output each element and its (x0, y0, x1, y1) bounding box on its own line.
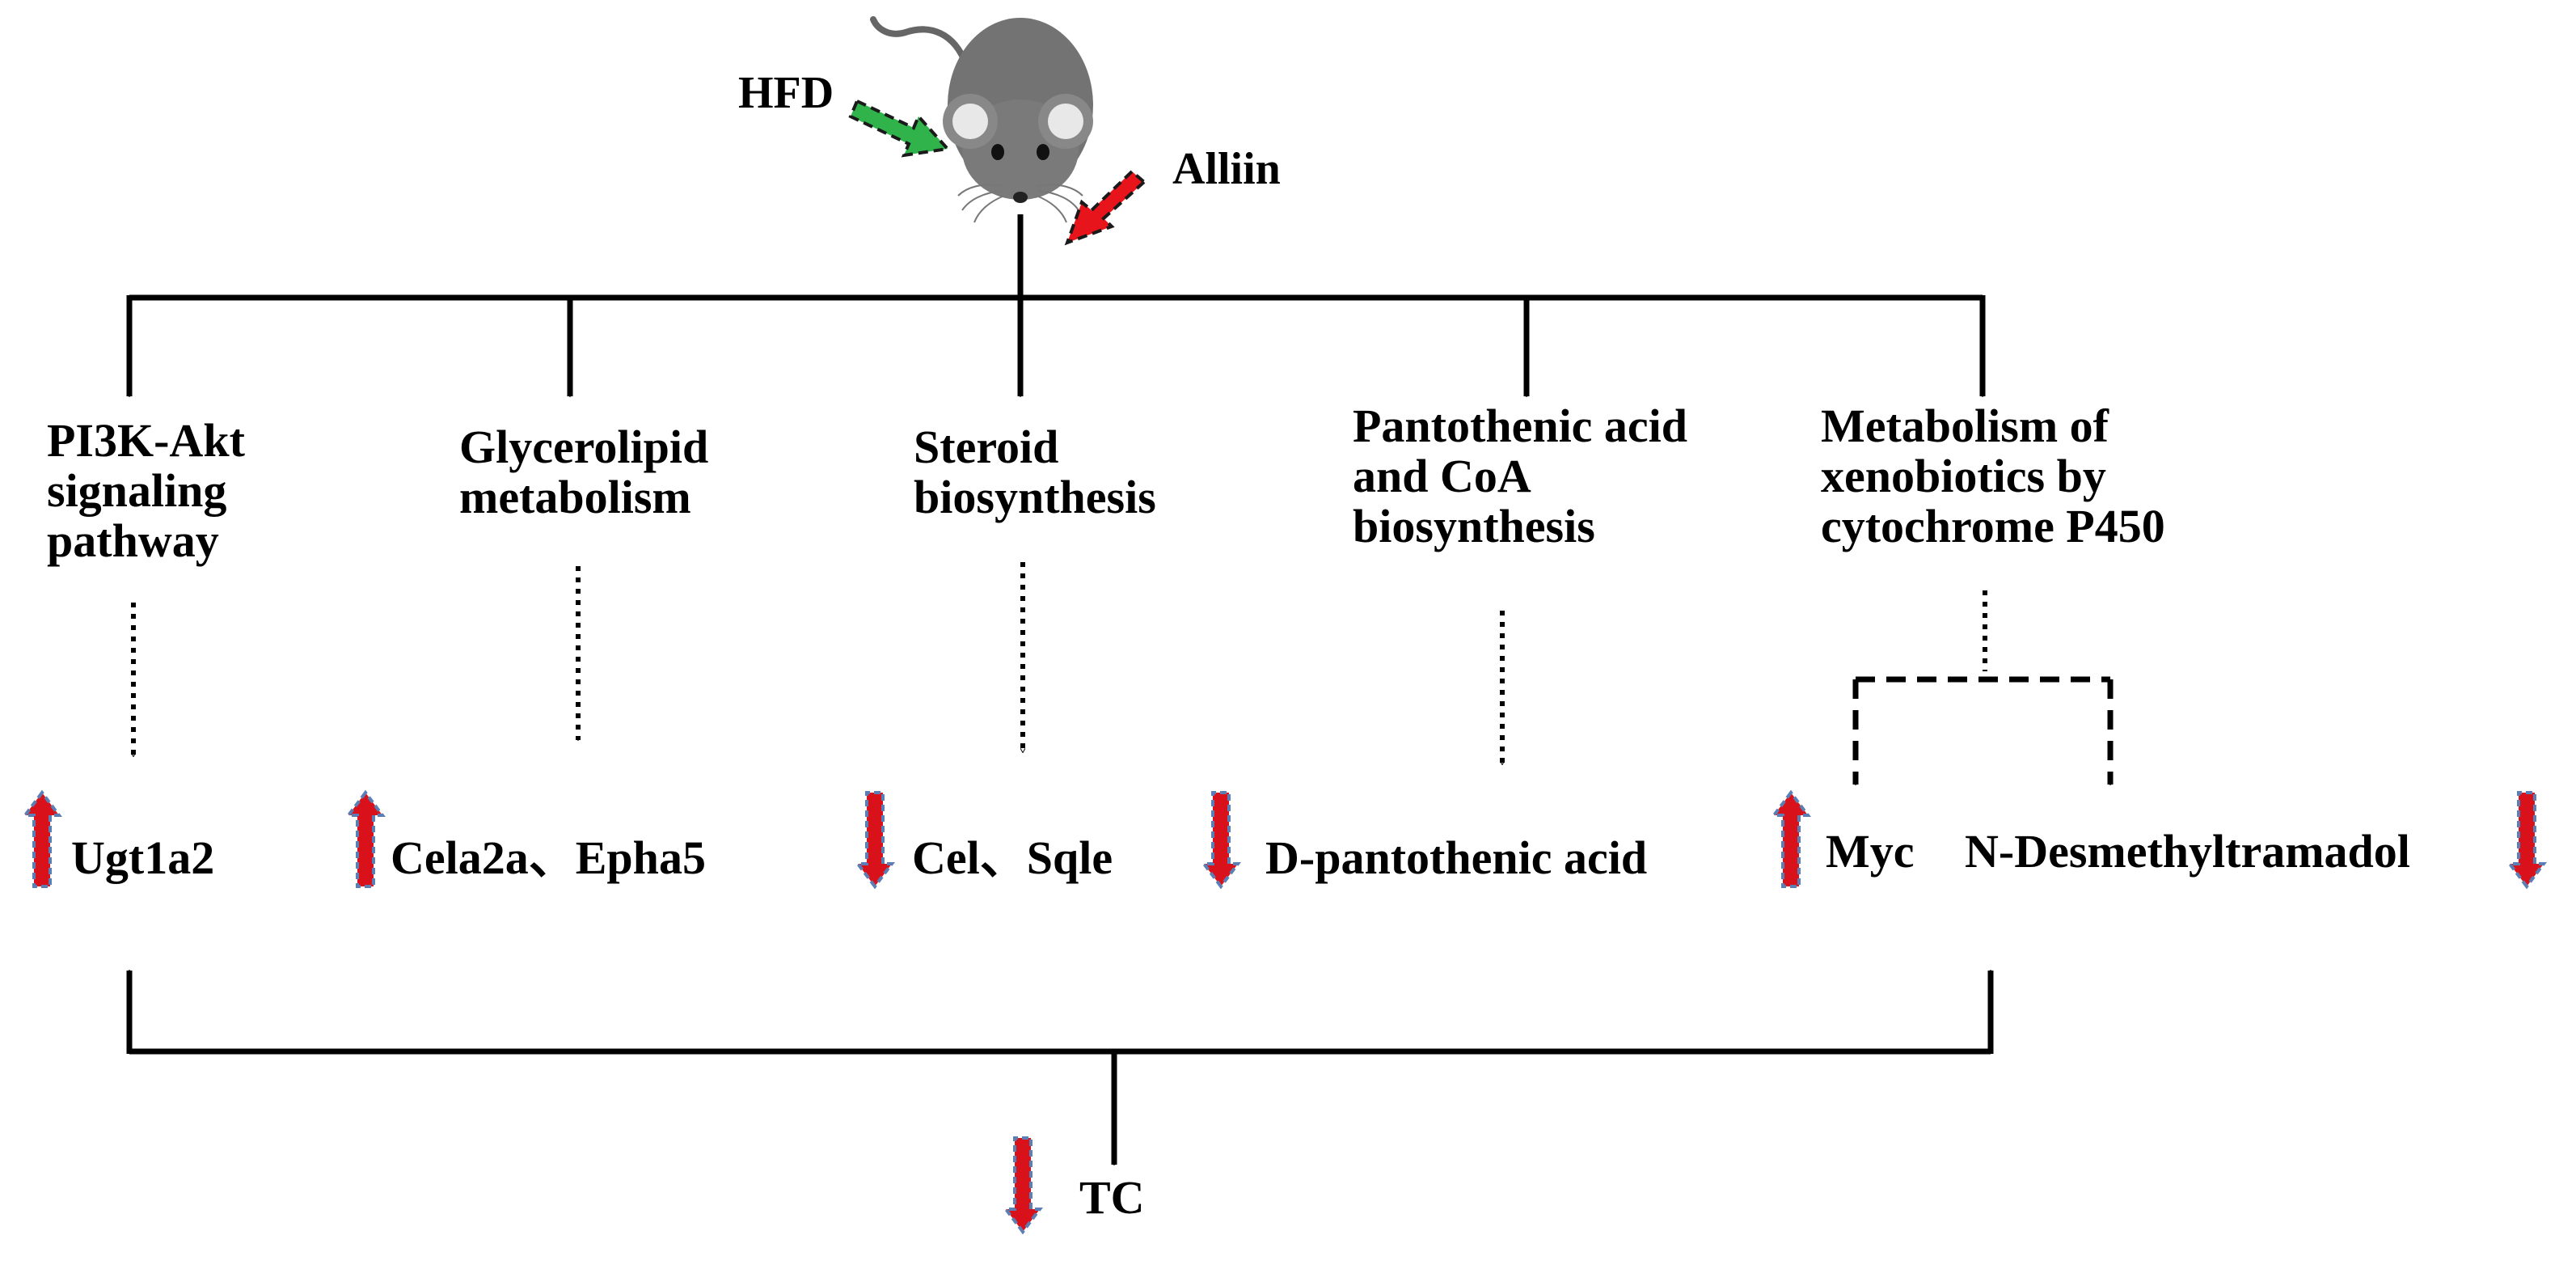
result-myc: Myc (1826, 825, 1915, 878)
result-d-pantothenic-acid: D-pantothenic acid (1265, 831, 1648, 884)
up-arrow-icon-ugt1a2 (23, 791, 61, 888)
hfd-label: HFD (738, 68, 834, 118)
mouse-icon (870, 16, 1093, 223)
down-arrow-icon-n-desmethyltramadol (2508, 791, 2545, 888)
pathway-label-steroid: Steroid biosynthesis (914, 421, 1156, 524)
dotted-arrows (131, 562, 1987, 764)
result-cel-sqle: Cel、Sqle (912, 831, 1113, 884)
hfd-arrow-icon (848, 99, 951, 158)
pathway-label-glycerolipid: Glycerolipid metabolism (459, 421, 709, 524)
dashed-split (1852, 676, 2114, 785)
result-ugt1a2: Ugt1a2 (71, 831, 215, 884)
down-arrow-icon-tc (1004, 1136, 1041, 1233)
up-arrow-icon-myc (1772, 791, 1810, 888)
up-arrow-icon-cela2a (347, 791, 384, 888)
distribution-lines (126, 214, 1986, 396)
pathway-label-pi3k-akt: PI3K-Akt signaling pathway (47, 414, 245, 568)
result-tc: TC (1079, 1171, 1145, 1224)
pathway-label-pantothenic: Pantothenic acid and CoA biosynthesis (1353, 400, 1688, 553)
alliin-label: Alliin (1172, 144, 1281, 194)
result-n-desmethyltramadol: N-Desmethyltramadol (1965, 825, 2410, 878)
down-arrow-icon-cel (856, 791, 893, 888)
tc-bus-lines (126, 971, 1994, 1165)
pathway-label-xenobiotics: Metabolism of xenobiotics by cytochrome … (1821, 400, 2165, 553)
result-cela2a-epha5: Cela2a、Epha5 (391, 831, 706, 884)
alliin-arrow-icon (1064, 169, 1147, 246)
down-arrow-icon-d-pantothenic (1202, 791, 1239, 888)
